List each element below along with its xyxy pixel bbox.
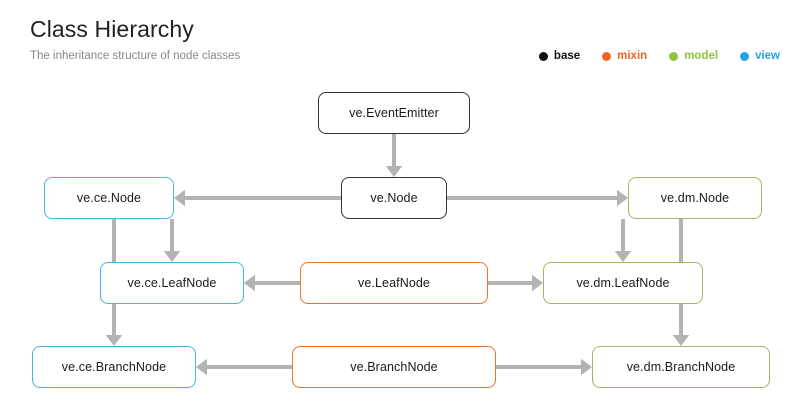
node-label: ve.dm.BranchNode bbox=[626, 360, 736, 374]
legend-item-label: base bbox=[553, 50, 581, 62]
node-ve.LeafNode[interactable]: ve.LeafNode bbox=[300, 262, 488, 304]
legend-item-model: model bbox=[669, 50, 718, 62]
node-ve.Node[interactable]: ve.Node bbox=[341, 177, 447, 219]
legend-dot-icon bbox=[669, 51, 679, 61]
legend-dot-icon bbox=[538, 51, 548, 61]
legend-item-label: view bbox=[755, 50, 780, 62]
node-ve.ce.LeafNode[interactable]: ve.ce.LeafNode bbox=[100, 262, 244, 304]
legend-dot-icon bbox=[602, 51, 612, 61]
legend-item-label: model bbox=[684, 50, 719, 62]
page-header: Class Hierarchy The inheritance structur… bbox=[30, 14, 510, 64]
node-label: ve.Node bbox=[370, 191, 418, 205]
node-label: ve.ce.Node bbox=[76, 191, 142, 205]
node-ve.BranchNode[interactable]: ve.BranchNode bbox=[292, 346, 496, 388]
node-ve.dm.LeafNode[interactable]: ve.dm.LeafNode bbox=[543, 262, 703, 304]
node-ve.dm.Node[interactable]: ve.dm.Node bbox=[628, 177, 762, 219]
legend-item-base: base bbox=[538, 50, 581, 62]
node-ve.dm.BranchNode[interactable]: ve.dm.BranchNode bbox=[592, 346, 770, 388]
node-label: ve.ce.LeafNode bbox=[127, 276, 217, 290]
page-subtitle: The inheritance structure of node classe… bbox=[30, 50, 241, 62]
legend-item-mixin: mixin bbox=[602, 50, 647, 62]
legend-item-view: view bbox=[740, 50, 780, 62]
node-ve.ce.Node[interactable]: ve.ce.Node bbox=[44, 177, 174, 219]
node-label: ve.LeafNode bbox=[358, 276, 430, 290]
legend: base mixin model view bbox=[538, 50, 780, 62]
node-label: ve.EventEmitter bbox=[349, 106, 439, 120]
node-ve.ce.BranchNode[interactable]: ve.ce.BranchNode bbox=[32, 346, 196, 388]
node-label: ve.ce.BranchNode bbox=[61, 360, 167, 374]
page-title: Class Hierarchy bbox=[30, 16, 194, 42]
node-ve.EventEmitter[interactable]: ve.EventEmitter bbox=[318, 92, 470, 134]
legend-dot-icon bbox=[740, 51, 750, 61]
legend-item-label: mixin bbox=[617, 50, 648, 62]
node-label: ve.BranchNode bbox=[350, 360, 438, 374]
node-label: ve.dm.Node bbox=[660, 191, 730, 205]
node-label: ve.dm.LeafNode bbox=[576, 276, 670, 290]
